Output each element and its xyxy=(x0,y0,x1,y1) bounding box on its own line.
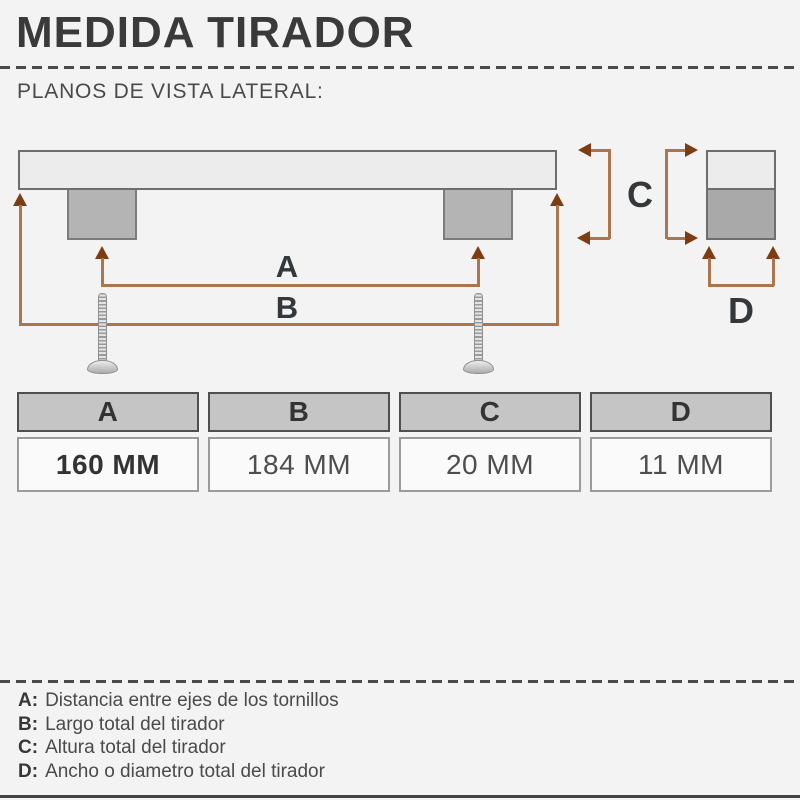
dim-b-left-stem xyxy=(19,205,22,325)
section-subtitle: PLANOS DE VISTA LATERAL: xyxy=(17,80,324,103)
handle-right-post xyxy=(443,188,513,240)
table-value-d: 11 MM xyxy=(590,437,772,492)
handle-bar-side-view xyxy=(18,150,557,190)
dim-b-right-arrow-up-icon xyxy=(550,193,564,206)
legend-divider-dashed-line xyxy=(0,680,800,683)
table-value-c: 20 MM xyxy=(399,437,581,492)
title-divider-dashed-line xyxy=(0,66,800,69)
legend-key-d: D: xyxy=(18,760,39,782)
dim-a-label: A xyxy=(275,249,299,284)
table-header-c: C xyxy=(399,392,581,432)
dim-c2-bottom-line xyxy=(667,237,687,240)
legend-key-c: C: xyxy=(18,737,39,758)
dim-c2-top-line xyxy=(667,149,687,152)
legend-text-c: Altura total del tirador xyxy=(45,737,226,758)
legend-item-d: D: Ancho o diametro total del tirador xyxy=(18,760,339,784)
legend-item-b: B: Largo total del tirador xyxy=(18,713,339,737)
dim-c-bottom-arrow-left-icon xyxy=(577,231,590,245)
right-screw-shaft xyxy=(474,293,483,363)
table-value-a: 160 MM xyxy=(17,437,199,492)
end-view-post-section xyxy=(706,188,776,240)
table-header-d: D xyxy=(590,392,772,432)
dim-c-top-line xyxy=(590,149,610,152)
dim-b-right-stem xyxy=(556,205,559,325)
legend: A:Distancia entre ejes de los tornillos … xyxy=(18,689,339,783)
dim-b-label: B xyxy=(275,290,299,325)
dim-c-bottom-line xyxy=(590,237,610,240)
dim-a-right-stem xyxy=(477,258,480,286)
dim-c2-bottom-arrow-right-icon xyxy=(685,231,698,245)
dim-a-left-arrow-up-icon xyxy=(95,246,109,259)
bottom-border-line xyxy=(0,795,800,798)
dim-d-label: D xyxy=(728,290,754,331)
table-header-a: A xyxy=(17,392,199,432)
legend-key-b: B: xyxy=(18,713,39,735)
left-screw-head xyxy=(87,360,118,374)
legend-text-a: Distancia entre ejes de los tornillos xyxy=(45,690,339,711)
dim-d-left-arrow-up-icon xyxy=(702,246,716,259)
handle-left-post xyxy=(67,188,137,240)
end-view-bar-section xyxy=(706,150,776,190)
dim-d-right-arrow-up-icon xyxy=(766,246,780,259)
dim-c-vline xyxy=(608,149,611,239)
dim-b-line xyxy=(19,323,559,326)
legend-text-b: Largo total del tirador xyxy=(45,713,225,735)
dim-a-line xyxy=(101,284,480,287)
left-screw-shaft xyxy=(98,293,107,363)
measure-table-header-row: A B C D xyxy=(17,392,772,432)
legend-item-a: A: Distancia entre ejes de los tornillos xyxy=(18,689,339,713)
dim-c-label: C xyxy=(627,174,653,215)
legend-key-a: A: xyxy=(18,690,39,711)
measure-table-value-row: 160 MM 184 MM 20 MM 11 MM xyxy=(17,437,772,492)
dim-c-top-arrow-left-icon xyxy=(578,143,591,157)
legend-text-d: Ancho o diametro total del tirador xyxy=(45,760,325,782)
dim-c2-vline xyxy=(665,149,668,239)
dim-b-left-arrow-up-icon xyxy=(13,193,27,206)
dim-a-right-arrow-up-icon xyxy=(471,246,485,259)
right-screw-head xyxy=(463,360,494,374)
dim-c2-top-arrow-right-icon xyxy=(685,143,698,157)
dim-d-left-stem xyxy=(708,258,711,286)
dim-d-line xyxy=(708,284,774,287)
page-title: MEDIDA TIRADOR xyxy=(16,8,415,57)
dim-d-right-stem xyxy=(772,258,775,286)
legend-item-c: C: Altura total del tirador xyxy=(18,736,339,760)
table-value-b: 184 MM xyxy=(208,437,390,492)
table-header-b: B xyxy=(208,392,390,432)
dim-a-left-stem xyxy=(101,258,104,286)
